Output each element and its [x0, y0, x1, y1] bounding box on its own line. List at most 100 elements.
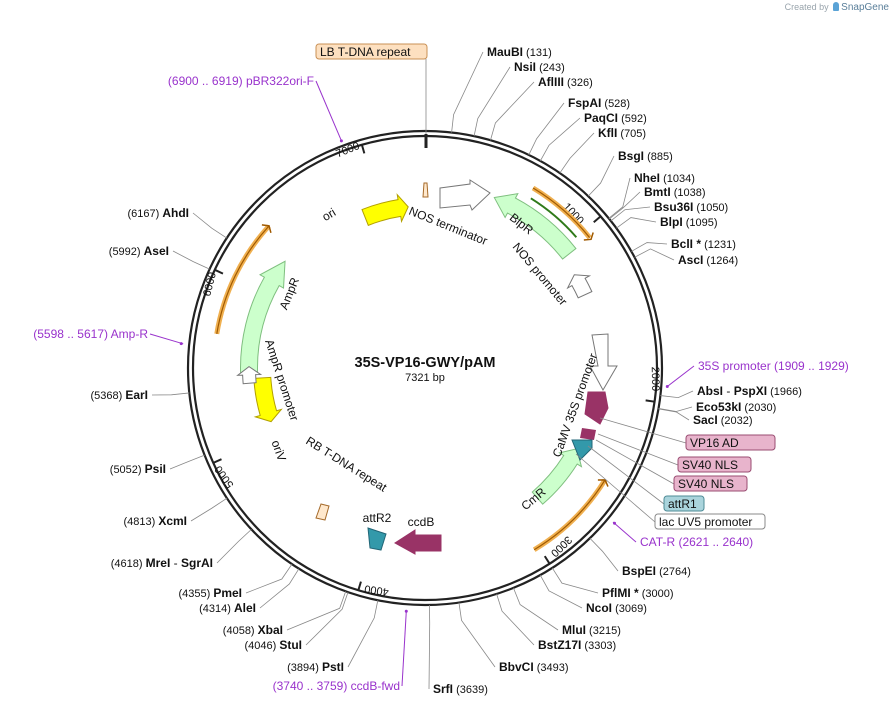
tick-label: 4000 — [364, 582, 390, 597]
site-leader-line — [305, 592, 349, 646]
site-label-stui: (4046) StuI — [244, 638, 302, 652]
site-leader-line — [610, 206, 651, 222]
site-label-bbvci: BbvCI (3493) — [499, 660, 569, 674]
site-label-asei: (5992) AseI — [109, 244, 169, 258]
snapgene-watermark: Created by SnapGene — [785, 2, 889, 13]
site-label-ahdi: (6167) AhdI — [127, 206, 189, 220]
site-leader-line — [490, 81, 535, 141]
site-leader-line — [528, 102, 565, 156]
feature-label: ccdB — [408, 515, 435, 529]
site-label-nsii: NsiI (243) — [514, 60, 565, 74]
site-leader-line — [634, 248, 675, 261]
site-label-xcmi: (4813) XcmI — [123, 514, 187, 528]
box-leader — [599, 417, 687, 444]
site-leader-line — [473, 66, 511, 137]
primer-tick — [339, 139, 343, 143]
feature-box-label: lac UV5 promoter — [659, 515, 752, 529]
tick-label: 6000 — [201, 271, 219, 298]
feature-label: attR2 — [363, 511, 392, 525]
tick-mark — [214, 268, 224, 275]
site-label-bspei: BspEI (2764) — [622, 564, 691, 578]
feature-label: NOS terminator — [407, 204, 490, 248]
site-label-ncoi: NcoI (3069) — [586, 601, 647, 615]
feature-box — [673, 475, 748, 492]
watermark-brand: SnapGene — [841, 2, 889, 13]
site-label-kfli: KflI (705) — [598, 126, 646, 140]
cmr-arrow — [531, 448, 583, 505]
primer-label-catr: CAT-R (2621 .. 2640) — [640, 535, 753, 549]
feature-arrows — [179, 134, 669, 613]
site-label-bsu36i: Bsu36I (1050) — [654, 200, 728, 214]
site-label-alei: (4314) AleI — [199, 601, 256, 615]
feature-box-label: LB T-DNA repeat — [320, 45, 411, 59]
site-label-psii: (5052) PsiI — [110, 462, 166, 476]
primer-leader — [612, 521, 637, 543]
site-leader-line — [608, 177, 631, 219]
green-arc — [530, 197, 578, 238]
site-label-afliii: AflIII (326) — [538, 75, 593, 89]
feature-box — [663, 495, 705, 512]
site-label-mrei: (4618) MreI - SgrAI — [111, 556, 213, 570]
site-leader-line — [347, 600, 379, 668]
site-leader-line — [609, 191, 641, 220]
nos-terminator-box — [422, 182, 429, 198]
feature-label: oriV — [269, 438, 289, 463]
plasmid-name: 35S-VP16-GWY/pAM — [355, 355, 496, 371]
attr2-arrow — [367, 527, 387, 551]
primer-label-pbr322orif: (6900 .. 6919) pBR322ori-F — [168, 74, 314, 88]
site-label-maubi: MauBI (131) — [487, 45, 552, 59]
site-leader-line — [192, 212, 228, 239]
primer-label-35spromoter: 35S promoter (1909 .. 1929) — [698, 359, 849, 373]
site-label-psti: (3894) PstI — [287, 660, 344, 674]
primer-leader — [401, 610, 407, 687]
feature-box — [654, 513, 766, 530]
site-label-bstz17i: BstZ17I (3303) — [538, 638, 616, 652]
feature-box — [677, 456, 752, 473]
orange-arc-head — [261, 224, 272, 233]
feature-box-label: attR1 — [668, 497, 697, 511]
site-labels: MauBI (131)NsiI (243)AflIII (326)FspAI (… — [33, 45, 849, 696]
feature-box — [315, 43, 428, 60]
site-leader-line — [631, 242, 668, 252]
site-label-paqci: PaqCI (592) — [584, 111, 647, 125]
orange-arcs — [214, 185, 609, 552]
tick-mark — [645, 399, 655, 403]
site-leader-line — [559, 132, 595, 174]
site-label-eari: (5368) EarI — [90, 388, 148, 402]
nos-promoter-arrow — [566, 274, 593, 299]
site-label-bmti: BmtI (1038) — [644, 185, 706, 199]
site-leader-line — [169, 454, 205, 470]
primer-label-ccdbfwd: (3740 .. 3759) ccdB-fwd — [273, 679, 400, 693]
feature-box-label: SV40 NLS — [678, 477, 734, 491]
site-leader-line — [190, 497, 228, 522]
site-label-bsgi: BsgI (885) — [618, 149, 673, 163]
box-leader — [575, 453, 656, 523]
tick-label: 7000 — [334, 140, 361, 160]
site-leader-line — [216, 529, 252, 564]
orange-arc-head — [597, 479, 609, 487]
box-leader — [597, 433, 679, 466]
site-leader-line — [458, 602, 496, 668]
leader-lines — [149, 51, 695, 690]
site-leader-line — [660, 390, 694, 399]
vp16-arrow — [584, 391, 609, 425]
site-label-bcli: BclI * (1231) — [671, 237, 736, 251]
orange-arc-core — [216, 225, 270, 334]
attr1-arrow — [571, 439, 593, 461]
ccdb-arrow — [394, 529, 442, 555]
primer-leader — [149, 333, 184, 345]
primer-label-ampr: (5598 .. 5617) Amp-R — [33, 327, 148, 341]
tick-mark — [212, 458, 222, 464]
watermark-prefix: Created by — [784, 2, 829, 12]
site-label-eco53ki: Eco53kI (2030) — [696, 400, 776, 414]
primer-leader — [666, 365, 695, 387]
box-leader — [587, 445, 665, 505]
site-leader-line — [428, 604, 431, 690]
ampr-promoter-arrow — [236, 365, 263, 385]
site-leader-line — [551, 567, 599, 594]
tick-mark — [593, 215, 602, 223]
site-label-pflmi: PflMI * (3000) — [602, 586, 674, 600]
site-leader-line — [658, 408, 690, 421]
